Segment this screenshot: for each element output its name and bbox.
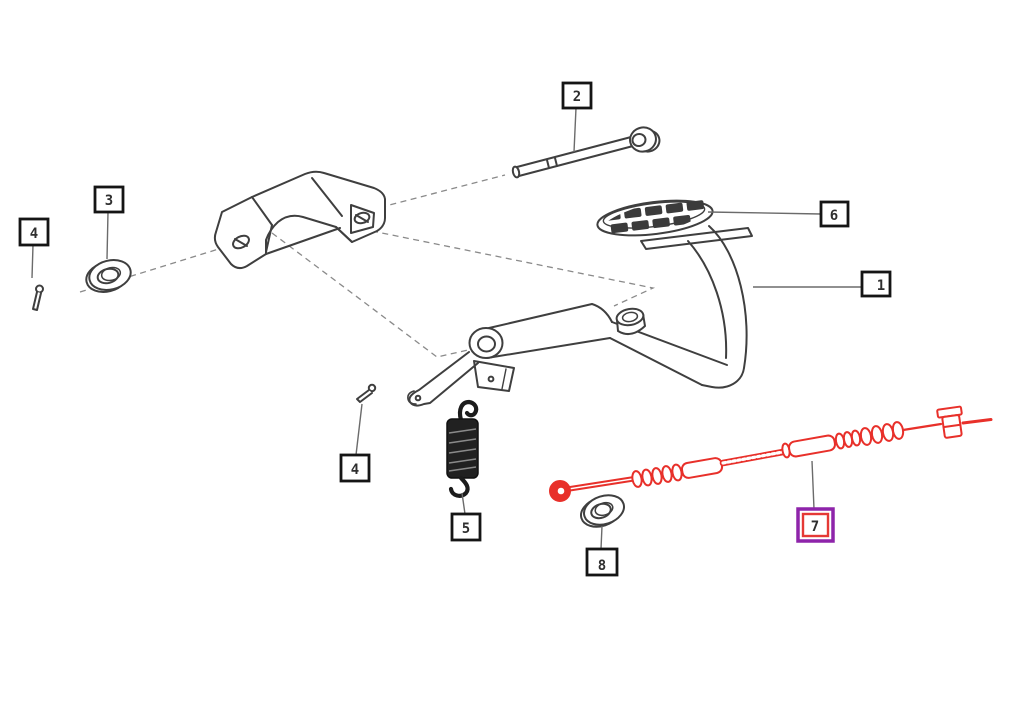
cable-eye-hole xyxy=(557,487,565,495)
cable-sleeve-left xyxy=(680,457,724,479)
bracket-hole-slot xyxy=(234,238,248,247)
cable-sleeve-right xyxy=(787,434,837,458)
pedal-arm-outer-edge xyxy=(701,225,748,389)
callout-7-inner-frame xyxy=(801,512,830,538)
callout-leader-lines xyxy=(31,107,862,550)
pivot-bolt-part-2 xyxy=(511,126,661,179)
pin-eye xyxy=(35,284,44,294)
bracket-fold-line xyxy=(251,196,273,226)
cable-bellows-right xyxy=(859,421,905,446)
pedal-assembly-part-1 xyxy=(407,199,753,407)
mounting-bracket-part xyxy=(213,170,386,270)
cable-adjuster-rod xyxy=(961,418,993,425)
bracket-inner-edge xyxy=(335,226,353,243)
callout-4-mid[interactable]: 4 xyxy=(339,453,371,483)
cable-rings xyxy=(834,429,862,450)
pivot-tube-end xyxy=(468,327,504,359)
guide-line-bracket-to-bolt xyxy=(369,174,506,211)
pivot-tube-bore xyxy=(477,335,496,353)
pin-shaft xyxy=(356,389,373,403)
bracket-fold-line xyxy=(265,224,273,253)
pivot-tube-bottom-edge xyxy=(486,337,611,359)
bracket-opening xyxy=(350,204,375,234)
callout-3-number: 3 xyxy=(105,193,113,209)
cable-wound-coils xyxy=(721,450,785,465)
callout-5[interactable]: 5 xyxy=(450,512,482,542)
cable-inner-wire xyxy=(901,422,943,432)
callout-6[interactable]: 6 xyxy=(819,200,850,228)
guide-line-washer3-to-bracket xyxy=(79,242,239,293)
callout-6-number: 6 xyxy=(830,208,838,224)
washer-hole-rim xyxy=(100,266,122,282)
bolt-tip xyxy=(511,165,521,179)
cotter-pin-part-4-mid xyxy=(356,383,377,403)
bolt-head-face xyxy=(631,132,647,148)
pedal-leg-bottom-edge xyxy=(609,337,703,386)
callout-7-number: 7 xyxy=(811,519,819,535)
bracket-hole-left xyxy=(232,234,250,250)
callout-5-number: 5 xyxy=(462,521,470,537)
bracket-hole-right xyxy=(353,211,371,225)
callout-1-number: 1 xyxy=(877,278,885,294)
callouts: 2 3 4 6 1 4 5 8 xyxy=(18,81,892,577)
pivot-boss xyxy=(615,307,646,336)
pedal-plate xyxy=(640,227,753,250)
callout-3[interactable]: 3 xyxy=(93,185,125,214)
lower-arm-hole xyxy=(414,394,422,402)
washer-hole-rim xyxy=(594,501,614,517)
spring-top-hook xyxy=(457,399,479,423)
pivot-tube-top-edge xyxy=(488,303,613,329)
callout-8[interactable]: 8 xyxy=(585,547,619,577)
callout-2[interactable]: 2 xyxy=(561,81,593,110)
callout-2-number: 2 xyxy=(573,89,581,105)
bracket-top-edge xyxy=(311,177,343,217)
spring-coil-lines xyxy=(448,428,477,472)
washer-part-8 xyxy=(580,494,625,528)
callout-4-left[interactable]: 4 xyxy=(18,217,50,247)
control-cable-part-7 xyxy=(549,405,993,502)
callout-8-number: 8 xyxy=(598,558,606,574)
tab-hole xyxy=(487,375,495,383)
bracket-hole-slot xyxy=(355,214,369,223)
pin-eye xyxy=(367,383,377,393)
return-spring-part-5 xyxy=(446,399,479,498)
pedal-lower-arm xyxy=(407,351,479,407)
callout-4-left-number: 4 xyxy=(30,226,38,242)
pedal-tab-bracket xyxy=(473,360,515,392)
callout-4-mid-number: 4 xyxy=(351,462,359,478)
washer-part-3 xyxy=(85,259,132,293)
bracket-bottom-edge xyxy=(265,227,341,255)
cable-end-rod xyxy=(569,476,635,492)
spring-bottom-hook xyxy=(448,475,470,498)
cable-bellows-left xyxy=(631,463,683,488)
lower-arm-hook xyxy=(407,390,417,405)
cable-end-fitting xyxy=(936,405,963,439)
pin-shaft xyxy=(32,291,42,311)
bolt-thread-marks xyxy=(546,157,558,169)
pedal-arm-inner-edge xyxy=(687,240,728,359)
pedal-pad-part-6 xyxy=(596,199,714,237)
assembly-guide-lines xyxy=(79,174,656,358)
callout-1[interactable]: 1 xyxy=(860,270,892,298)
callout-7-selected[interactable]: 7 xyxy=(796,507,835,543)
guide-line-bracket-to-pivot xyxy=(271,232,478,358)
cotter-pin-part-4-left xyxy=(32,284,44,311)
guide-line-bracket-to-boss xyxy=(371,230,656,307)
